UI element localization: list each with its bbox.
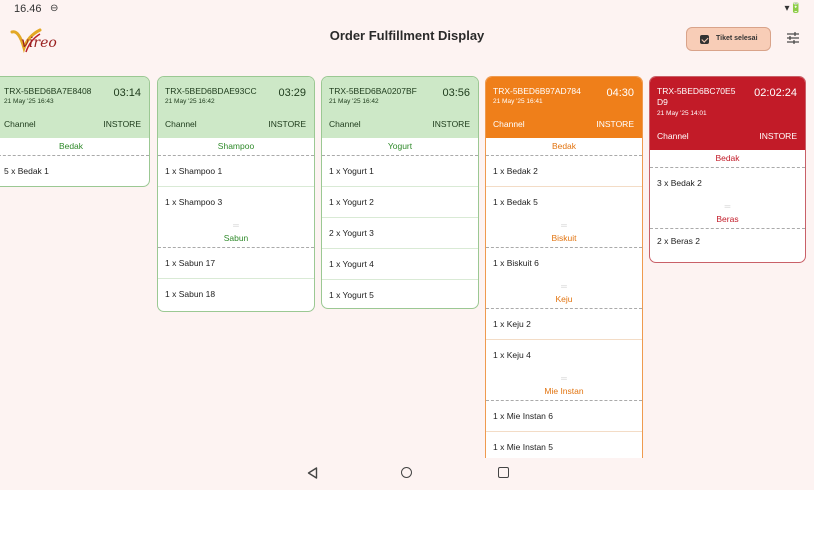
group-separator: ═ [233,221,239,230]
android-nav-bar [0,465,814,485]
order-item[interactable]: 1 x Mie Instan 5 [493,442,554,452]
order-card[interactable]: TRX-5BED6B97AD784 04:30 21 May '25 16:41… [485,76,643,458]
order-item[interactable]: 3 x Bedak 2 [657,178,702,188]
checkbox-icon [700,35,709,44]
order-item[interactable]: 1 x Keju 4 [493,350,531,360]
order-date: 21 May '25 14:01 [657,110,707,117]
vireo-logo-icon [10,28,42,54]
order-item[interactable]: 1 x Shampoo 3 [165,197,223,207]
order-header: TRX-5BED6BC70E5 D9 02:02:24 21 May '25 1… [650,77,805,150]
order-date: 21 May '25 16:43 [4,98,54,105]
category-header: Biskuit [486,230,642,248]
order-id: TRX-5BED6BC70E5 [657,86,736,96]
order-item[interactable]: 1 x Biskuit 6 [493,258,539,268]
order-card[interactable]: TRX-5BED6BDAE93CC 03:29 21 May '25 16:42… [157,76,315,312]
category-header: Beras [650,211,805,229]
order-item[interactable]: 1 x Shampoo 1 [158,156,314,187]
filter-settings-icon[interactable] [786,31,800,45]
order-timer: 04:30 [606,87,634,99]
order-item[interactable]: 1 x Bedak 5 [493,197,538,207]
order-header: TRX-5BED6BDAE93CC 03:29 21 May '25 16:42… [158,77,314,138]
channel-label: Channel [4,119,36,129]
order-item[interactable]: 2 x Beras 2 [657,236,700,246]
tiket-selesai-button[interactable]: Tiket selesai [686,27,771,51]
order-date: 21 May '25 16:41 [493,98,543,105]
channel-label: Channel [329,119,361,129]
category-header: Keju [486,291,642,309]
page-title: Order Fulfillment Display [329,28,485,43]
order-item[interactable]: 1 x Sabun 18 [165,289,216,299]
wifi-battery-icon: ▾🔋 [784,3,802,14]
tiket-selesai-label: Tiket selesai [716,35,758,42]
category-header: Bedak [486,138,642,156]
order-item[interactable]: 1 x Keju 2 [486,309,642,340]
category-header: Yogurt [322,138,478,156]
channel-value: INSTORE [103,119,141,129]
channel-label: Channel [657,131,689,141]
order-timer: 03:29 [278,87,306,99]
logo-text: vireo [21,35,57,51]
channel-value: INSTORE [596,119,634,129]
channel-label: Channel [493,119,525,129]
order-id: TRX-5BED6BDAE93CC [165,86,257,96]
order-item[interactable]: 2 x Yogurt 3 [322,218,478,249]
order-item[interactable]: 1 x Sabun 17 [158,248,314,279]
group-separator: ═ [561,282,567,291]
group-separator: ═ [561,374,567,383]
nav-back-icon[interactable] [307,467,318,479]
order-card[interactable]: TRX-5BED6BA7E8408 03:14 21 May '25 16:43… [0,76,150,187]
order-date: 21 May '25 16:42 [329,98,379,105]
order-id: TRX-5BED6BA7E8408 [4,86,92,96]
category-header: Bedak [650,150,805,168]
dnd-icon: ⊖ [50,3,59,14]
order-timer: 02:02:24 [754,87,797,99]
order-item[interactable]: 1 x Mie Instan 6 [486,401,642,432]
order-card[interactable]: TRX-5BED6BC70E5 D9 02:02:24 21 May '25 1… [649,76,806,263]
order-id: TRX-5BED6BA0207BF [329,86,417,96]
group-separator: ═ [724,202,731,211]
order-item[interactable]: 1 x Bedak 2 [486,156,642,187]
order-item[interactable]: 1 x Yogurt 5 [329,290,374,300]
order-id: TRX-5BED6B97AD784 [493,86,581,96]
order-timer: 03:56 [442,87,470,99]
nav-home-icon[interactable] [401,467,412,478]
order-item[interactable]: 5 x Bedak 1 [4,166,49,176]
group-separator: ═ [561,221,567,230]
category-header: Shampoo [158,138,314,156]
order-id-line2: D9 [657,97,668,107]
order-item[interactable]: 1 x Yogurt 2 [322,187,478,218]
status-time: 16.46 [14,3,42,15]
order-header: TRX-5BED6B97AD784 04:30 21 May '25 16:41… [486,77,642,138]
channel-value: INSTORE [268,119,306,129]
order-item[interactable]: 1 x Yogurt 1 [322,156,478,187]
app-screen: 16.46 ⊖ ▾🔋 vireo Order Fulfillment Displ… [0,0,814,490]
category-header: Sabun [158,230,314,248]
order-header: TRX-5BED6BA7E8408 03:14 21 May '25 16:43… [0,77,149,138]
order-header: TRX-5BED6BA0207BF 03:56 21 May '25 16:42… [322,77,478,138]
category-header: Bedak [0,138,149,156]
channel-label: Channel [165,119,197,129]
channel-value: INSTORE [432,119,470,129]
category-header: Mie Instan [486,383,642,401]
order-item[interactable]: 1 x Yogurt 4 [322,249,478,280]
nav-recents-icon[interactable] [498,467,509,478]
channel-value: INSTORE [759,131,797,141]
order-card[interactable]: TRX-5BED6BA0207BF 03:56 21 May '25 16:42… [321,76,479,309]
order-date: 21 May '25 16:42 [165,98,215,105]
order-timer: 03:14 [113,87,141,99]
status-bar: 16.46 ⊖ ▾🔋 [0,0,814,20]
